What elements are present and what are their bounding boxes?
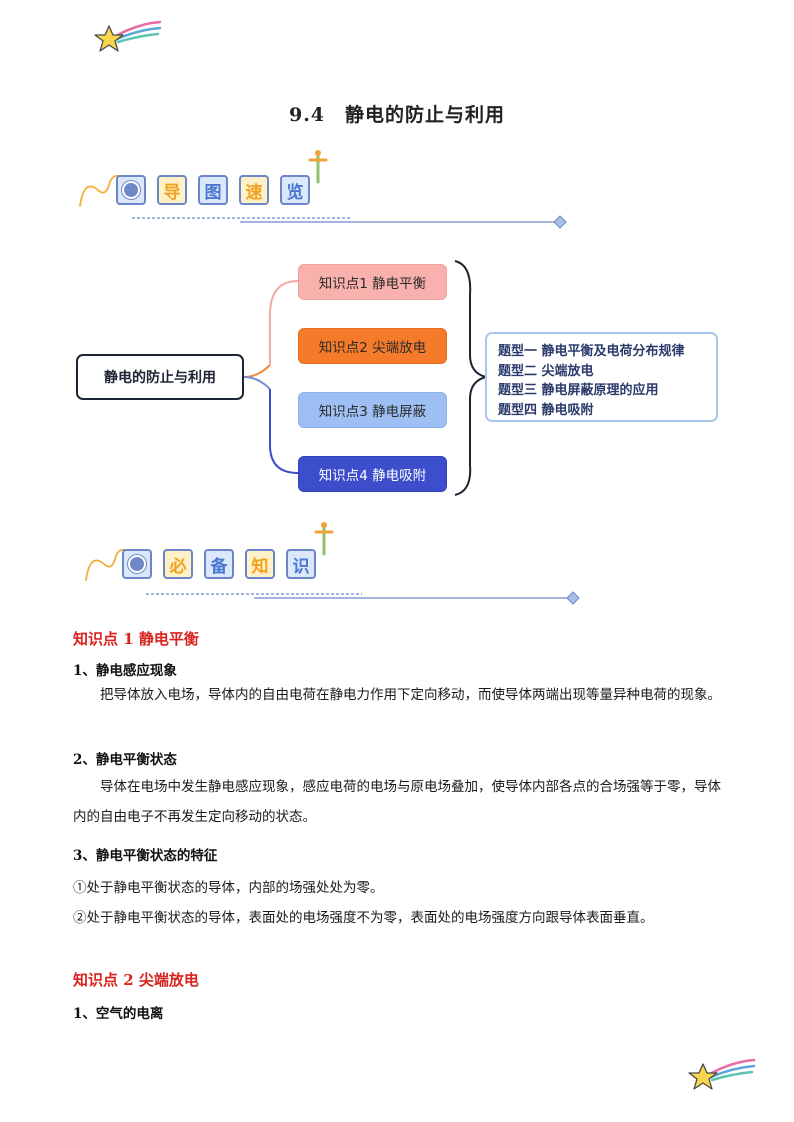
subheading: 1、空气的电离 — [73, 1006, 164, 1022]
subheading: 3、静电平衡状态的特征 — [73, 848, 218, 864]
sprout-icon — [314, 522, 334, 556]
mindmap-knowledge-point-1: 知识点1 静电平衡 — [298, 264, 447, 300]
banner-char-tile: 必 — [163, 549, 193, 579]
paragraph: 把导体放入电场，导体内的自由电荷在静电力作用下定向移动，而使导体两端出现等量异种… — [100, 687, 721, 703]
section-heading-2: 知识点 2 尖端放电 — [73, 971, 199, 989]
subheading: 1、静电感应现象 — [73, 663, 177, 679]
subheading: 2、静电平衡状态 — [73, 752, 177, 768]
banner-dot-tile — [122, 549, 152, 579]
banner-char-tile: 导 — [157, 175, 187, 205]
mindmap-knowledge-point-3: 知识点3 静电屏蔽 — [298, 392, 447, 428]
question-type-item: 题型一 静电平衡及电荷分布规律 — [498, 344, 685, 359]
page-title: 9.4 静电的防止与利用 — [288, 104, 506, 126]
paragraph: 导体在电场中发生静电感应现象，感应电荷的电场与原电场叠加，使导体内部各点的合场强… — [73, 779, 721, 825]
banner-char-tile: 览 — [280, 175, 310, 205]
swirl-decoration-icon — [79, 174, 125, 207]
swirl-decoration-icon — [85, 548, 131, 581]
mindmap-root: 静电的防止与利用 — [76, 354, 244, 400]
banner-char-tile: 备 — [204, 549, 234, 579]
banner-char-tile: 识 — [286, 549, 316, 579]
banner-essential-knowledge: 必 备 知 识 — [82, 520, 582, 608]
circle-dot-icon — [128, 555, 146, 573]
section-heading-1: 知识点 1 静电平衡 — [73, 630, 199, 648]
shooting-star-icon — [94, 20, 162, 52]
question-type-item: 题型二 尖端放电 — [498, 363, 594, 379]
mindmap-knowledge-point-2: 知识点2 尖端放电 — [298, 328, 447, 364]
list-item: ①处于静电平衡状态的导体，内部的场强处处为零。 — [73, 880, 384, 896]
banner-char-tile: 图 — [198, 175, 228, 205]
sprout-icon — [308, 150, 328, 184]
question-type-item: 题型四 静电吸附 — [498, 402, 594, 418]
banner-mindmap-overview: 导 图 速 览 — [76, 148, 576, 232]
divider-line — [146, 591, 580, 605]
banner-char-tile: 速 — [239, 175, 269, 205]
banner-char-tile: 知 — [245, 549, 275, 579]
circle-dot-icon — [122, 181, 140, 199]
mindmap-question-types: 题型一 静电平衡及电荷分布规律 题型二 尖端放电 题型三 静电屏蔽原理的应用 题… — [485, 332, 718, 422]
question-type-item: 题型三 静电屏蔽原理的应用 — [498, 383, 659, 398]
banner-dot-tile — [116, 175, 146, 205]
mindmap-knowledge-point-4: 知识点4 静电吸附 — [298, 456, 447, 492]
divider-line — [132, 215, 567, 229]
list-item: ②处于静电平衡状态的导体，表面处的电场强度不为零，表面处的电场强度方向跟导体表面… — [73, 910, 654, 926]
shooting-star-icon — [688, 1058, 756, 1090]
